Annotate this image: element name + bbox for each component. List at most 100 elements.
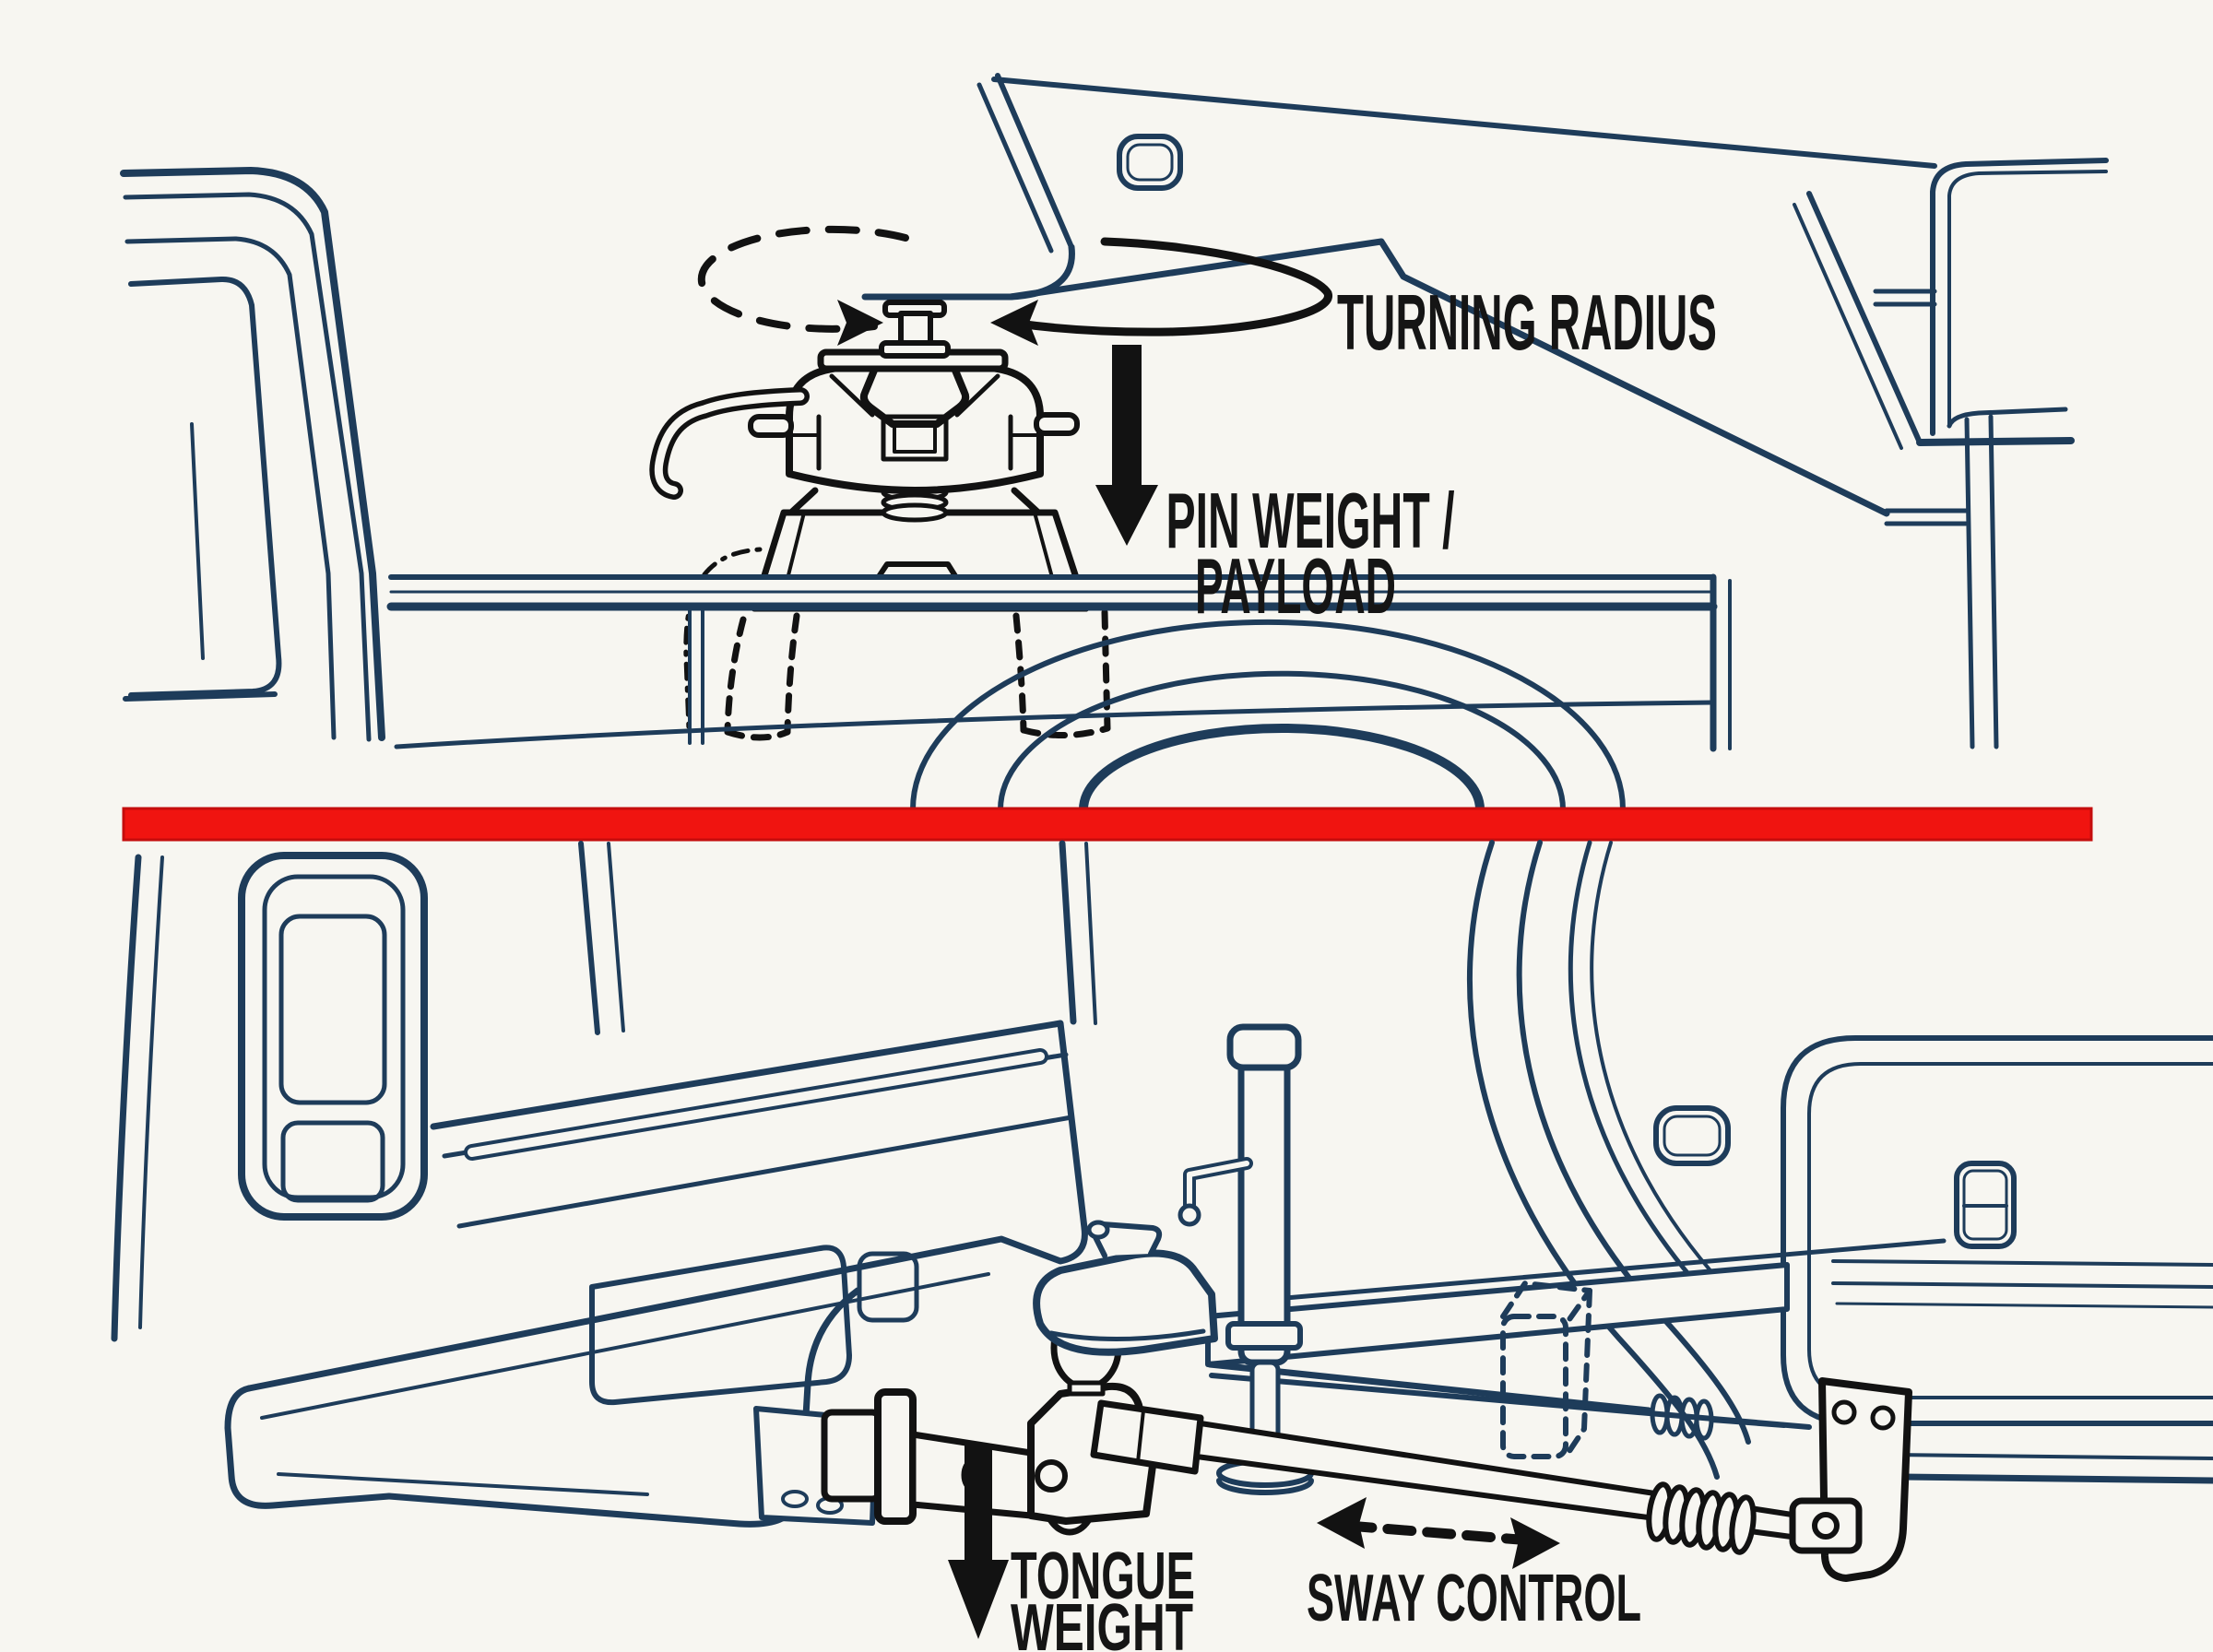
trailer-front-curve-inner2 <box>1590 841 1723 1285</box>
tail-light <box>238 852 428 1221</box>
receiver-tube <box>821 1409 883 1503</box>
trailer-front-slope-inner <box>976 82 1054 254</box>
turning-radius-annotation: TURNING RADIUS <box>697 225 1717 367</box>
truck-left-edge-outer <box>111 854 142 1342</box>
down-arrow-icon <box>948 1560 1009 1639</box>
cab-roof-outer <box>120 167 385 741</box>
cap-crossbar-lower <box>1884 508 1969 526</box>
turning-radius-label: TURNING RADIUS <box>1337 279 1717 367</box>
clevis-pin <box>1812 1512 1840 1540</box>
bumper-left-cap <box>224 1385 393 1509</box>
hitch-ball-neck <box>1067 1380 1106 1397</box>
coupler-body <box>1033 1249 1218 1356</box>
trailer-marker-light <box>1653 1105 1731 1166</box>
kingpin-bottom-flange <box>879 340 951 359</box>
fifth-wheel-truck <box>120 167 1732 814</box>
tongue-weight-label-line1: TONGUE <box>1011 1540 1195 1613</box>
bumper-bottom-edge <box>385 1287 861 1528</box>
bumper-bottom-inner <box>277 1472 649 1496</box>
clevis-bracket <box>1789 1497 1863 1554</box>
trailer-top-edge <box>991 77 1937 169</box>
right-arrowhead-icon <box>1510 1517 1560 1569</box>
cap-lower-verticals <box>1964 414 1999 749</box>
cap-body-bottom <box>1916 437 2075 446</box>
tail-light-lens-upper <box>278 914 387 1105</box>
tailgate-molding-core <box>467 1052 1045 1157</box>
a-frame-near-beam <box>1205 1262 1790 1367</box>
fifth-wheel-hitch <box>649 300 1111 741</box>
pin-weight-label-line1: PIN WEIGHT / <box>1166 478 1455 565</box>
turning-radius-dashed-ellipse <box>697 225 909 333</box>
hitch-spring-coil <box>881 502 949 523</box>
wheel-arch-outer <box>910 619 1626 812</box>
bed-corner-left <box>578 841 600 1035</box>
bed-corner-right-inner <box>1084 842 1097 1025</box>
section-divider-bar <box>122 807 2093 842</box>
far-spring-bar <box>1206 1361 1652 1414</box>
bracket-hole <box>781 1490 809 1508</box>
trailer-underside <box>1007 238 1890 517</box>
bumper-top-edge <box>245 1224 1088 1392</box>
spring-bar-assembly <box>1090 1377 1912 1582</box>
plate-light <box>857 1251 919 1323</box>
bed-corner-left-inner <box>607 842 625 1032</box>
hitch-jaw-box <box>881 414 949 462</box>
sway-bar-collar-line <box>1136 1409 1145 1464</box>
fifth-wheel-trailer-overhang <box>861 73 2109 749</box>
cap-frame-inner <box>1947 170 2108 428</box>
tail-light-bezel <box>262 874 406 1200</box>
jack-mount-plate <box>1225 1321 1303 1351</box>
wheel-arch-inner <box>1079 724 1485 814</box>
truck-left-edge-inner <box>138 856 164 1329</box>
tongue-weight-label-line2: WEIGHT <box>1011 1591 1193 1652</box>
frame-bracket-hole <box>1870 1405 1896 1431</box>
down-arrow-shaft <box>1112 345 1142 487</box>
hitch-saddle-detail <box>816 373 1013 471</box>
trailer-front-slope <box>995 73 1074 250</box>
hitch-release-cable <box>683 547 763 733</box>
cab-pillar <box>124 236 337 740</box>
bed-front-wall <box>688 608 704 745</box>
coupler-latch-knob <box>1086 1220 1110 1240</box>
hitch-release-handle-core <box>654 392 805 495</box>
tailgate-bottom-edge <box>456 1115 1074 1229</box>
cap-slope <box>1806 191 1923 445</box>
hitch-jaw-box-inner <box>893 424 937 454</box>
trailer-coupler <box>1033 1220 1218 1356</box>
hitch-legs <box>787 487 1042 516</box>
bed-corner-right <box>1059 840 1077 1025</box>
trailer-marker-light-inner <box>1663 1115 1722 1157</box>
jack-crank-core <box>1187 1161 1249 1212</box>
jack-foot-plate-lower <box>1216 1478 1314 1495</box>
a-frame-far-beam <box>1240 1238 1947 1304</box>
trailer-marker-light-inner <box>1126 143 1174 182</box>
cap-slope-inner <box>1793 203 1903 450</box>
bed-crease-line <box>394 700 1716 749</box>
far-spring-bar-end <box>1709 1417 1787 1428</box>
jack-top-cap <box>1226 1023 1302 1071</box>
left-arrowhead-icon <box>990 300 1038 346</box>
jack-post <box>1237 1032 1291 1366</box>
cab-rear-window <box>128 276 282 698</box>
fifth-wheel-section: TURNING RADIUS PIN WEIGHT / PAYLOAD <box>120 73 2109 814</box>
cab-bottom <box>123 691 278 702</box>
retaining-pin <box>1035 1459 1068 1493</box>
left-arrowhead-icon <box>1317 1497 1367 1549</box>
trailer-front-curve-inner1 <box>1568 840 1709 1297</box>
hitch-hidden-feet <box>724 608 1111 741</box>
sway-dashed-line <box>1343 1520 1536 1546</box>
pin-weight-label-line2: PAYLOAD <box>1195 543 1396 631</box>
trailer-front-curve-mid <box>1516 840 1751 1445</box>
cab-window-detail <box>190 422 205 660</box>
sway-control-annotation: SWAY CONTROL <box>1307 1497 1641 1635</box>
down-arrow-icon <box>1095 485 1158 546</box>
propane-tank-dashed-outline <box>1500 1280 1592 1459</box>
trailer-frame-line2 <box>1898 1473 2213 1484</box>
cap-bottom-line <box>1947 407 2068 429</box>
tongue-jack <box>1178 1023 1314 1495</box>
weight-distribution-section: TONGUE WEIGHT SWAY CONTROL <box>111 840 2213 1652</box>
trailer-front-curve-outer <box>1466 840 1720 1480</box>
hitch-side-pin-right <box>1034 412 1080 436</box>
